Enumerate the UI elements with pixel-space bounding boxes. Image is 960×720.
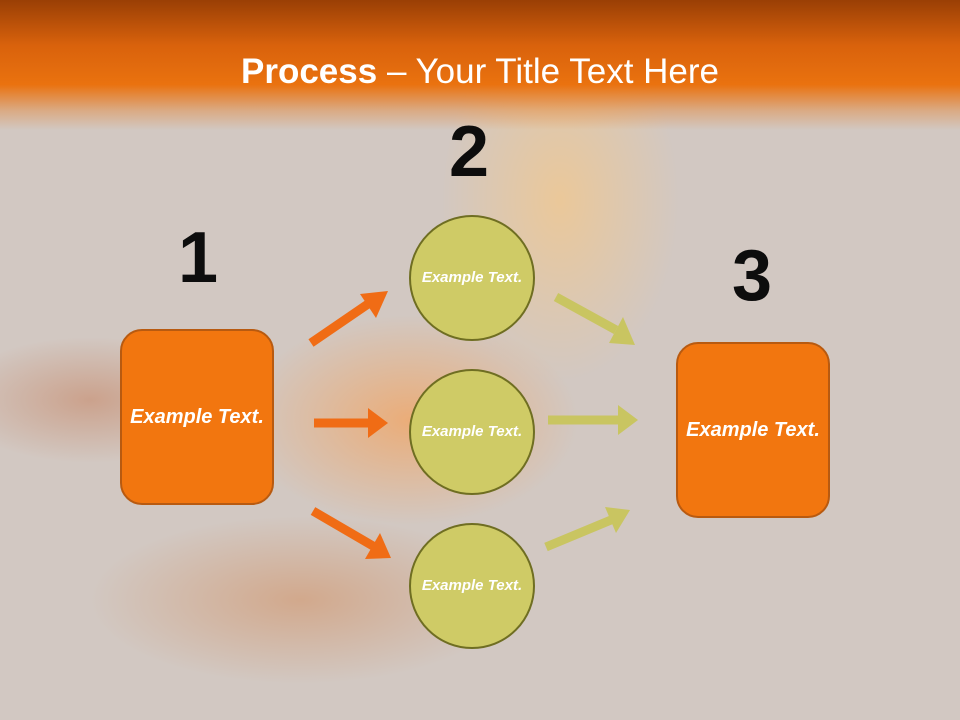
arrowhead-1-top bbox=[360, 291, 388, 318]
arrowhead-bottom-3 bbox=[605, 507, 630, 533]
arrow-top-to-3 bbox=[553, 293, 619, 334]
step-2-circle-top: Example Text. bbox=[409, 215, 535, 341]
arrow-1-to-top bbox=[308, 300, 371, 347]
arrowhead-1-middle bbox=[368, 408, 388, 438]
arrow-1-to-bottom bbox=[310, 507, 376, 550]
circle-bottom-text: Example Text. bbox=[421, 576, 523, 594]
slide-title: Process – Your Title Text Here bbox=[0, 52, 960, 92]
title-rest: – Your Title Text Here bbox=[377, 52, 719, 91]
step-number-2: 2 bbox=[449, 112, 490, 192]
arrowhead-middle-3 bbox=[618, 405, 638, 435]
step-number-3: 3 bbox=[732, 236, 773, 316]
circle-top-text: Example Text. bbox=[421, 268, 523, 286]
step-3-box: Example Text. bbox=[676, 342, 830, 518]
step-2-circle-bottom: Example Text. bbox=[409, 523, 535, 649]
title-bold: Process bbox=[241, 52, 378, 91]
step-2-circle-middle: Example Text. bbox=[409, 369, 535, 495]
arrow-bottom-to-3 bbox=[544, 515, 613, 552]
header-band bbox=[0, 0, 960, 130]
step-1-text: Example Text. bbox=[130, 405, 264, 428]
step-3-text: Example Text. bbox=[686, 418, 820, 441]
circle-middle-text: Example Text. bbox=[421, 422, 523, 440]
arrowhead-1-bottom bbox=[365, 533, 391, 559]
step-number-1: 1 bbox=[178, 218, 219, 298]
arrowhead-top-3 bbox=[609, 317, 635, 345]
step-1-box: Example Text. bbox=[120, 329, 274, 505]
